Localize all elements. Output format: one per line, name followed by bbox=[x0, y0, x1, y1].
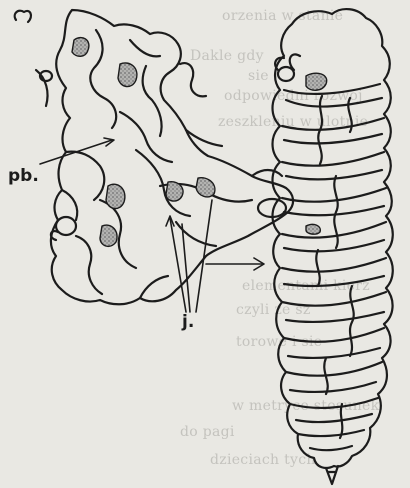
stippled-organs-right bbox=[306, 73, 327, 234]
label-j: j. bbox=[182, 312, 194, 332]
contracted-worm bbox=[15, 10, 293, 304]
extended-worm bbox=[273, 9, 393, 484]
label-pb: pb. bbox=[8, 166, 39, 186]
